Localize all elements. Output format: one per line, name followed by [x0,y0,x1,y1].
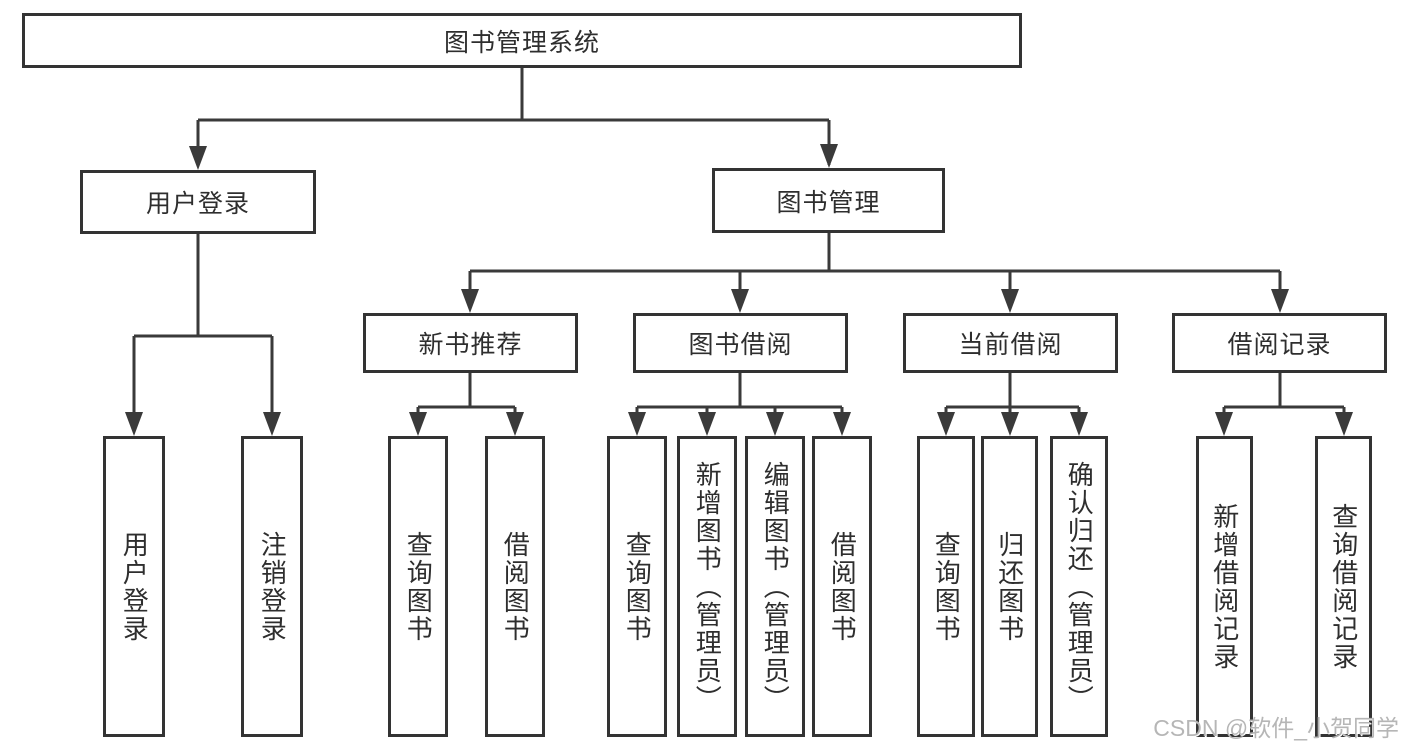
leaf-logout: 注销登录 [241,436,303,737]
leaf-edit-book-admin: 编辑图书（管理员） [745,436,805,737]
node-root: 图书管理系统 [22,13,1022,68]
watermark-text: CSDN @软件_小贺同学 [1153,715,1399,741]
node-label: 查询借阅记录 [1328,502,1359,671]
node-label: 新增图书（管理员） [692,460,723,713]
node-label: 查询图书 [403,530,434,643]
node-label: 图书管理系统 [443,28,600,57]
node-label: 用户登录 [145,190,250,218]
leaf-return-books: 归还图书 [981,436,1038,737]
node-book-management: 图书管理 [712,168,945,233]
leaf-confirm-return-admin: 确认归还（管理员） [1050,436,1108,737]
node-current-borrowing: 当前借阅 [903,313,1118,373]
leaf-borrow-books-borrowing: 借阅图书 [812,436,872,737]
node-label: 查询图书 [622,530,653,643]
leaf-add-borrow-record: 新增借阅记录 [1196,436,1253,737]
node-label: 借阅记录 [1227,331,1332,359]
node-user-login: 用户登录 [80,170,316,234]
node-label: 当前借阅 [958,331,1063,359]
leaf-user-login: 用户登录 [103,436,165,737]
node-label: 归还图书 [994,530,1025,643]
leaf-search-borrow-record: 查询借阅记录 [1315,436,1372,737]
node-label: 新书推荐 [418,331,523,359]
node-label: 查询图书 [931,530,962,643]
node-borrowing-records: 借阅记录 [1172,313,1387,373]
node-label: 编辑图书（管理员） [760,460,791,713]
leaf-search-books-recommend: 查询图书 [388,436,448,737]
node-label: 用户登录 [119,530,150,643]
leaf-borrow-books-recommend: 借阅图书 [485,436,545,737]
node-label: 确认归还（管理员） [1064,460,1095,713]
node-book-borrowing: 图书借阅 [633,313,848,373]
node-label: 图书借阅 [688,331,793,359]
leaf-search-books-borrowing: 查询图书 [607,436,667,737]
node-label: 借阅图书 [827,530,858,643]
leaf-add-book-admin: 新增图书（管理员） [677,436,737,737]
node-label: 新增借阅记录 [1209,502,1240,671]
node-new-book-recommendation: 新书推荐 [363,313,578,373]
node-label: 借阅图书 [500,530,531,643]
node-label: 注销登录 [257,530,288,643]
leaf-search-books-current: 查询图书 [917,436,975,737]
node-label: 图书管理 [776,188,881,217]
